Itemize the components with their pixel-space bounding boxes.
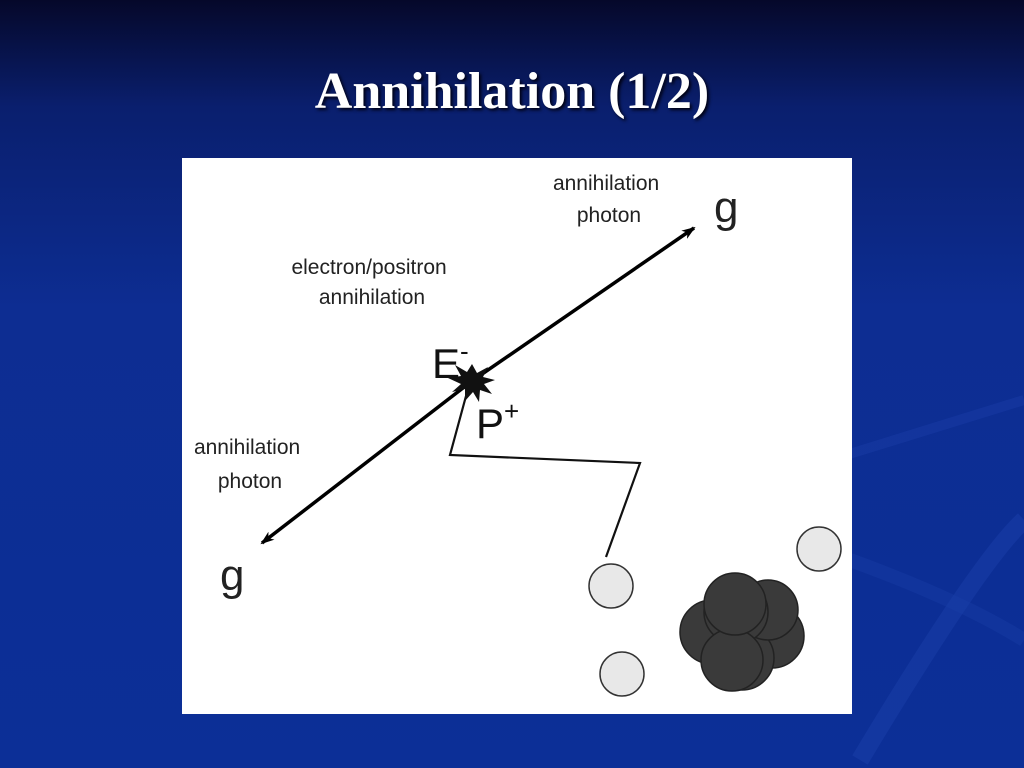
electron-label: E- bbox=[432, 336, 469, 387]
event-label: electron/positron annihilation bbox=[291, 256, 452, 309]
slide-title: Annihilation (1/2) bbox=[314, 63, 710, 120]
gamma-label-bottom: g bbox=[220, 551, 244, 600]
electron-circle bbox=[588, 563, 634, 609]
photon-arrow-down bbox=[260, 379, 474, 545]
diagram-canvas: annihilation photon g electron/positron … bbox=[194, 172, 842, 697]
annihilation-burst-icon bbox=[448, 364, 495, 402]
electron-circle bbox=[599, 651, 645, 697]
annihilation-photon-label-top: annihilation photon bbox=[553, 172, 665, 227]
annihilation-photon-label-left: annihilation photon bbox=[194, 436, 306, 493]
positron-path bbox=[448, 384, 642, 558]
photon-arrow-up bbox=[471, 226, 696, 383]
positron-label: P+ bbox=[476, 396, 519, 447]
nucleus-cluster bbox=[679, 572, 805, 692]
gamma-label-top: g bbox=[714, 183, 738, 232]
annihilation-diagram: annihilation photon g electron/positron … bbox=[182, 158, 852, 714]
electron-circle bbox=[796, 526, 842, 572]
